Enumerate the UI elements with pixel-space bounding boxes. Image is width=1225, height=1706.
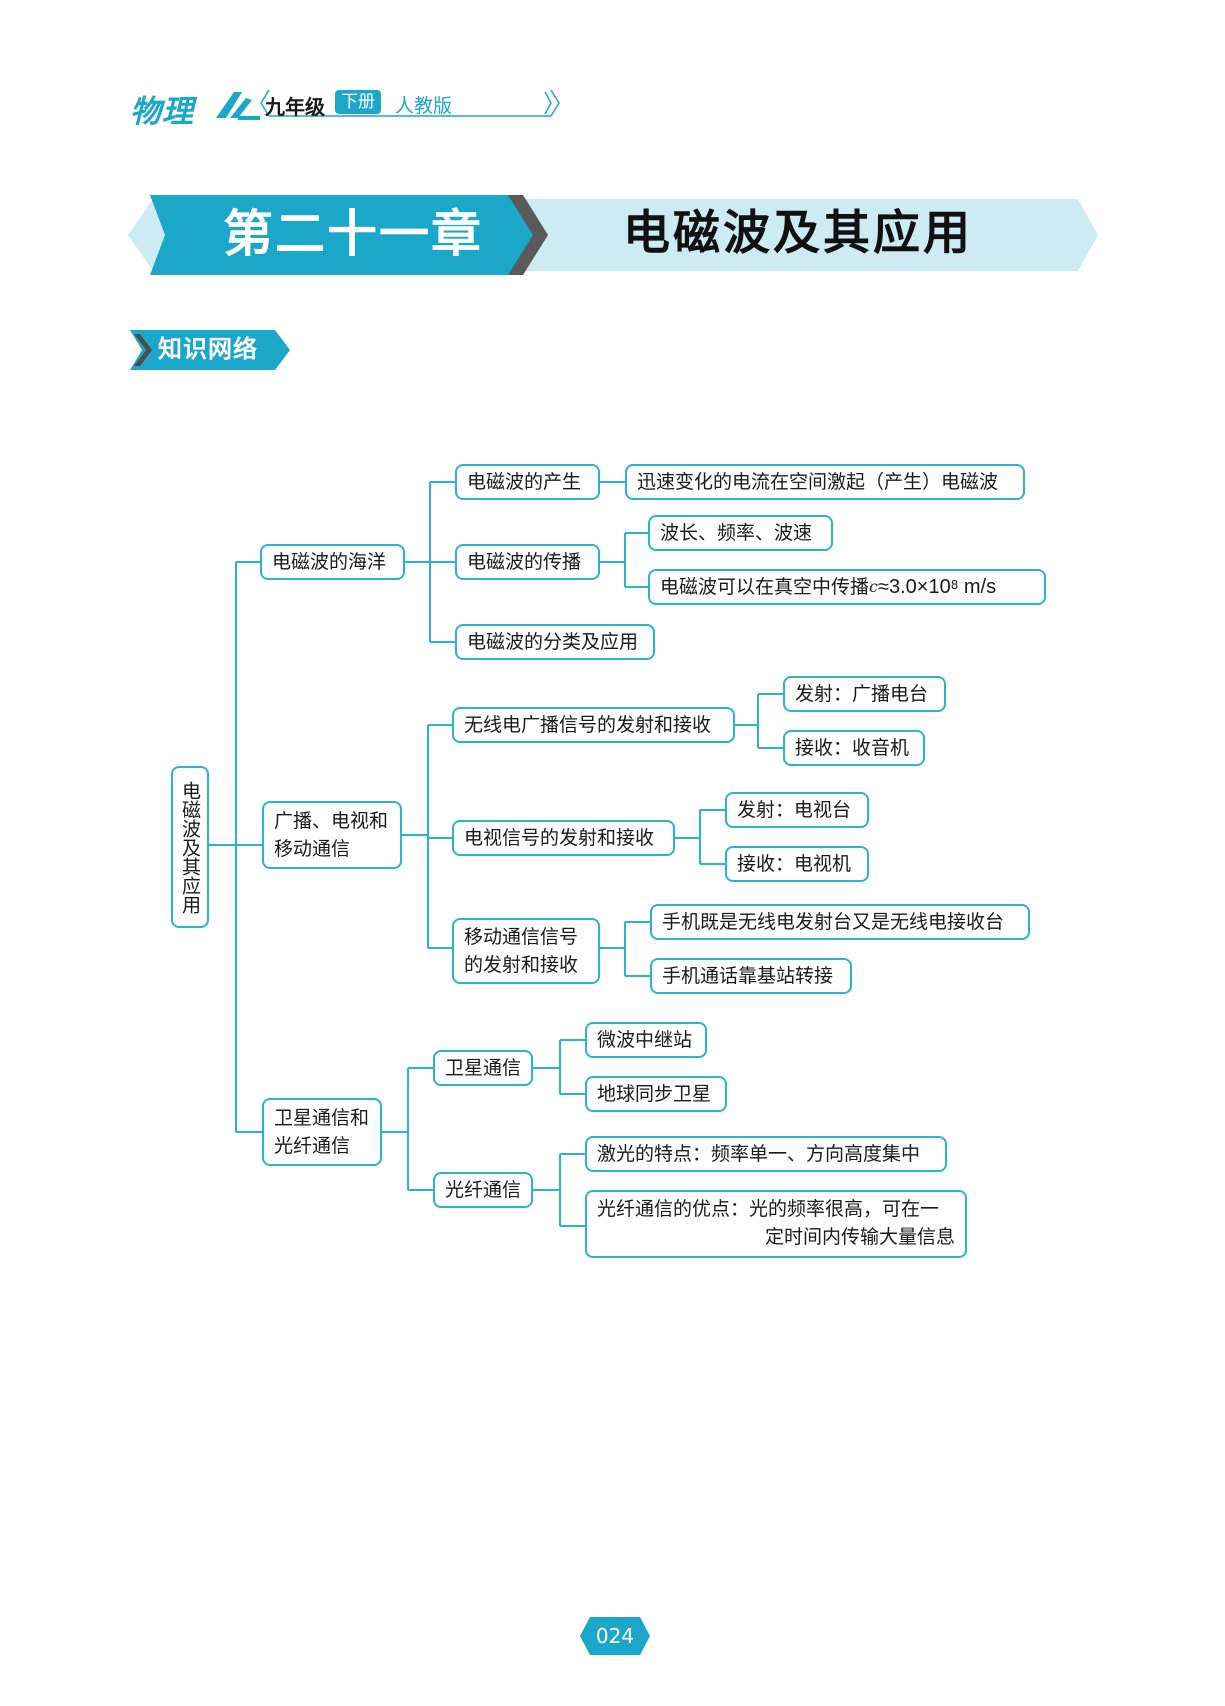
leaf-tv-transmit: 发射：电视台 <box>725 792 869 828</box>
node-label-line2: 的发射和接收 <box>464 954 579 976</box>
node-label: 电磁波的分类及应用 <box>467 631 639 653</box>
leaf-label-line2: 定时间内传输大量信息 <box>764 1226 955 1248</box>
node-em-wave-generation: 电磁波的产生 <box>455 464 600 500</box>
chapter-title: 电磁波及其应用 <box>623 206 973 261</box>
node-tv-signal: 电视信号的发射和接收 <box>452 820 675 856</box>
leaf-label: 手机通话靠基站转接 <box>662 965 834 987</box>
leaf-label: 发射：广播电台 <box>795 683 929 705</box>
node-label: 电视信号的发射和接收 <box>464 827 655 849</box>
leaf-laser-properties: 激光的特点：频率单一、方向高度集中 <box>585 1136 947 1172</box>
section-label-shape <box>130 330 290 370</box>
chapter-number: 第二十一章 <box>223 205 483 263</box>
leaf-fiber-advantages: 光纤通信的优点：光的频率很高，可在一 定时间内传输大量信息 <box>585 1190 967 1258</box>
branch-label: 电磁波的海洋 <box>272 551 387 573</box>
mindmap-root-label: 电磁波及其应用 <box>179 780 201 914</box>
node-label-line1: 移动通信信号 <box>464 926 579 948</box>
branch-label-line1: 卫星通信和 <box>274 1107 370 1129</box>
node-mobile-signal: 移动通信信号 的发射和接收 <box>452 918 600 984</box>
branch-broadcast-tv-mobile: 广播、电视和 移动通信 <box>262 801 402 869</box>
node-fiber-communication: 光纤通信 <box>433 1172 533 1208</box>
leaf-label: 波长、频率、波速 <box>660 522 813 544</box>
branch-em-waves-ocean: 电磁波的海洋 <box>260 544 405 580</box>
node-em-wave-classification: 电磁波的分类及应用 <box>455 624 655 660</box>
brand-logo-text: 物理 <box>130 94 194 130</box>
node-label: 电磁波的传播 <box>467 551 582 573</box>
page-number: 024 <box>595 1624 635 1648</box>
node-label: 卫星通信 <box>445 1057 522 1079</box>
chapter-banner-shape <box>128 195 1098 275</box>
branch-label-line2: 光纤通信 <box>274 1135 351 1157</box>
header-bracket-shape <box>260 89 560 117</box>
node-radio-broadcast: 无线电广播信号的发射和接收 <box>452 707 735 743</box>
node-label: 光纤通信 <box>445 1179 522 1201</box>
grade-label: 九年级 <box>265 95 325 119</box>
leaf-label: 手机既是无线电发射台又是无线电接收台 <box>662 911 1005 933</box>
volume-badge: 下册 <box>335 90 381 114</box>
leaf-generation-description: 迅速变化的电流在空间激起（产生）电磁波 <box>625 464 1025 500</box>
leaf-geostationary-satellite: 地球同步卫星 <box>585 1076 727 1112</box>
node-em-wave-propagation: 电磁波的传播 <box>455 544 600 580</box>
branch-label-line2: 移动通信 <box>274 838 351 860</box>
leaf-radio-transmit: 发射：广播电台 <box>783 676 946 712</box>
node-label: 电磁波的产生 <box>467 471 582 493</box>
mindmap-root: 电磁波及其应用 <box>171 766 209 928</box>
leaf-microwave-relay: 微波中继站 <box>585 1022 707 1058</box>
leaf-radio-receive: 接收：收音机 <box>783 730 925 766</box>
page-number-shape <box>580 1617 650 1655</box>
branch-label-line1: 广播、电视和 <box>274 810 389 832</box>
running-header: 物理 九年级 下册 人教版 <box>130 86 610 130</box>
leaf-label-line1: 光纤通信的优点：光的频率很高，可在一 <box>597 1198 940 1220</box>
pencil-hand-icon <box>216 92 260 120</box>
speed-unit: m/s <box>958 576 997 598</box>
leaf-wave-parameters: 波长、频率、波速 <box>648 515 833 551</box>
leaf-base-station: 手机通话靠基站转接 <box>650 958 852 994</box>
branch-satellite-fiber: 卫星通信和 光纤通信 <box>262 1098 382 1166</box>
chapter-banner: 第二十一章 电磁波及其应用 <box>128 195 1098 275</box>
speed-of-light-symbol: c <box>869 577 878 596</box>
leaf-phone-transceiver: 手机既是无线电发射台又是无线电接收台 <box>650 904 1030 940</box>
section-header: 知识网络 <box>130 330 290 370</box>
leaf-vacuum-propagation: 电磁波可以在真空中传播 c ≈3.0×10 8 m/s <box>648 569 1046 605</box>
leaf-label: 接收：收音机 <box>795 737 910 759</box>
leaf-text-prefix: 电磁波可以在真空中传播 <box>660 576 870 598</box>
leaf-label: 激光的特点：频率单一、方向高度集中 <box>597 1143 921 1165</box>
node-satellite-communication: 卫星通信 <box>433 1050 533 1086</box>
section-title: 知识网络 <box>158 335 258 363</box>
leaf-tv-receive: 接收：电视机 <box>725 846 869 882</box>
page-number-badge: 024 <box>580 1617 650 1655</box>
speed-value: ≈3.0×10 <box>877 576 951 598</box>
node-label: 无线电广播信号的发射和接收 <box>464 714 712 736</box>
leaf-label: 地球同步卫星 <box>597 1083 712 1105</box>
leaf-label: 微波中继站 <box>597 1029 693 1051</box>
leaf-label: 迅速变化的电流在空间激起（产生）电磁波 <box>637 471 999 493</box>
edition-label: 人教版 <box>395 95 453 117</box>
leaf-label: 发射：电视台 <box>737 799 852 821</box>
leaf-label: 接收：电视机 <box>737 853 852 875</box>
